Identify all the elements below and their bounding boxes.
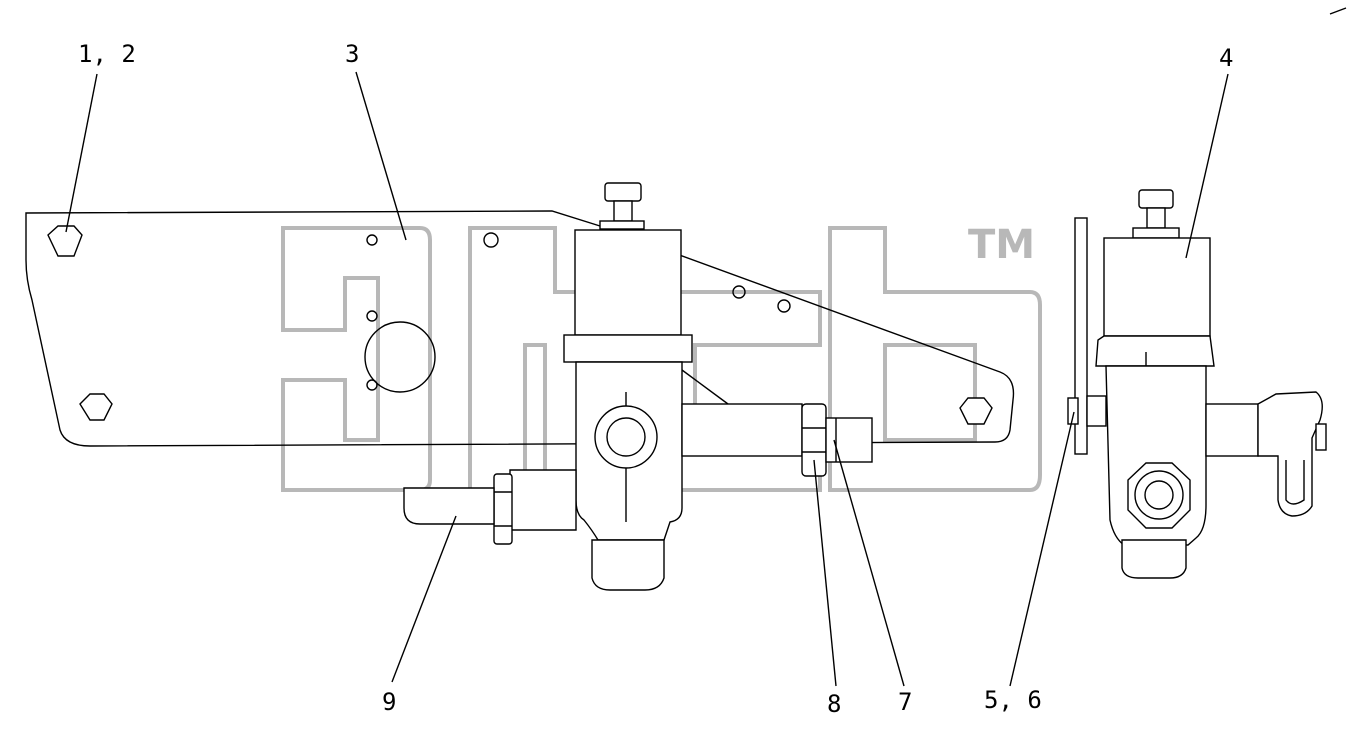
bolt-top-left [47,225,83,257]
callout-1-2: 1, 2 [78,40,136,68]
mounting-bracket [25,210,1015,447]
callout-4: 4 [1219,44,1233,72]
leader-lines [65,71,1229,687]
valve-body-left [403,182,873,591]
bolt-right [959,397,993,425]
watermark-tm: ТМ [968,222,1035,268]
callout-7: 7 [898,688,912,716]
callout-5-6: 5, 6 [984,686,1042,714]
corner-mark-icon [1329,7,1347,15]
bolt-bottom-left [79,393,113,421]
callout-9: 9 [382,688,396,716]
callout-3: 3 [345,40,359,68]
callout-labels: 1, 2 3 4 9 8 7 5, 6 [78,40,1233,718]
callout-8: 8 [827,690,841,718]
valve-assembly-right [1067,189,1327,579]
